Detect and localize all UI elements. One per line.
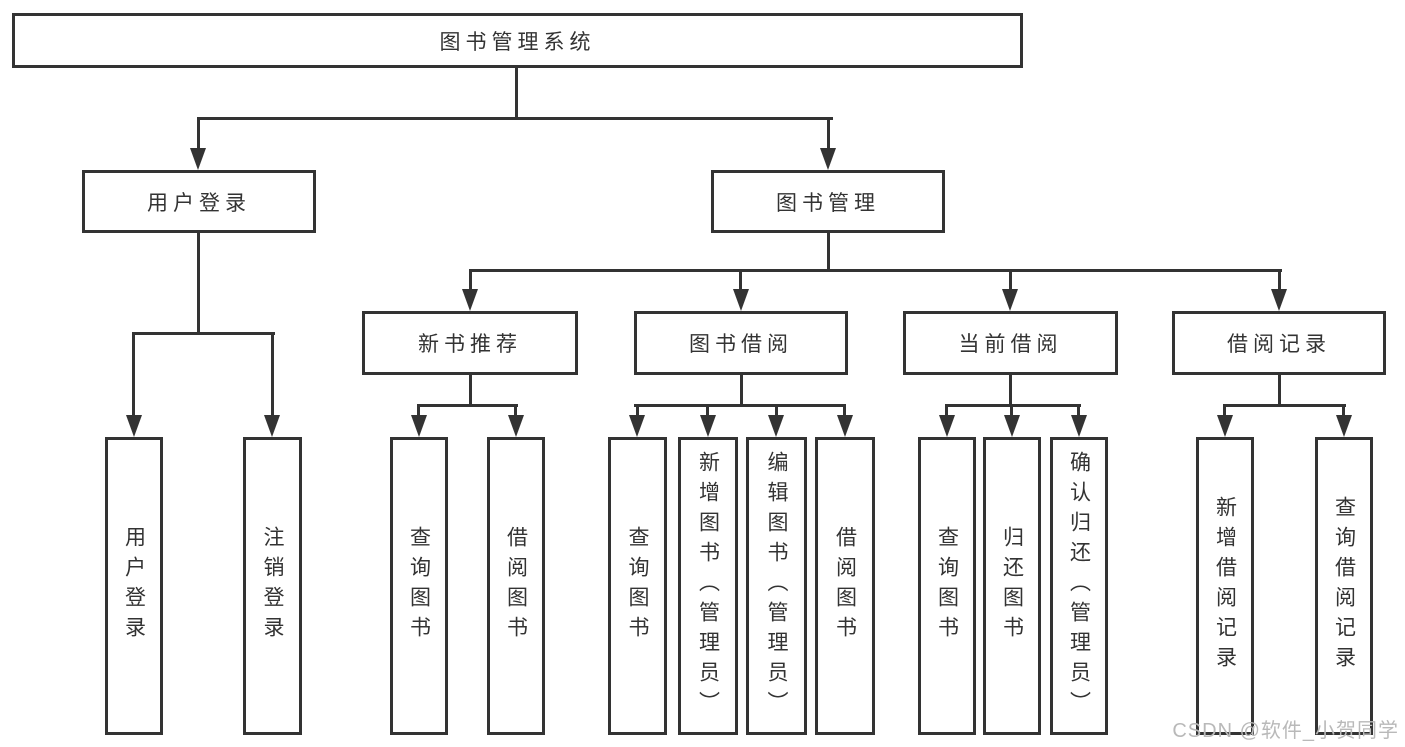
connector-line — [634, 404, 846, 407]
leaf-query-borrow-record: 查询借阅记录 — [1315, 437, 1373, 735]
connector-line — [197, 117, 833, 120]
node-book-management-label: 图书管理 — [776, 191, 880, 215]
connector-line — [1342, 404, 1345, 417]
connector-line — [1009, 269, 1012, 291]
leaf-query-books-label: 查询图书 — [935, 526, 959, 646]
node-root-label: 图书管理系统 — [439, 30, 596, 54]
leaf-return-books-label: 归还图书 — [1000, 526, 1024, 646]
csdn-watermark: CSDN @软件_小贺同学 — [1172, 720, 1399, 742]
connector-line — [827, 233, 830, 272]
connector-line — [739, 269, 742, 291]
arrowhead-down-icon — [264, 415, 280, 437]
leaf-borrow-books-2: 借阅图书 — [815, 437, 875, 735]
arrowhead-down-icon — [820, 148, 836, 170]
node-borrow-records: 借阅记录 — [1172, 311, 1386, 375]
arrowhead-down-icon — [1004, 415, 1020, 437]
arrowhead-down-icon — [1271, 289, 1287, 311]
leaf-add-books-admin-label: 新增图书（管理员） — [696, 451, 720, 721]
connector-line — [706, 404, 709, 417]
leaf-query-books-label: 查询图书 — [407, 526, 431, 646]
node-current-borrow: 当前借阅 — [903, 311, 1118, 375]
arrowhead-down-icon — [508, 415, 524, 437]
arrowhead-down-icon — [1336, 415, 1352, 437]
arrowhead-down-icon — [1071, 415, 1087, 437]
leaf-logout: 注销登录 — [243, 437, 302, 735]
connector-line — [469, 269, 1282, 272]
leaf-query-borrow-record-label: 查询借阅记录 — [1332, 496, 1356, 676]
connector-line — [417, 404, 420, 417]
leaf-add-books-admin: 新增图书（管理员） — [678, 437, 738, 735]
node-new-book-recommend: 新书推荐 — [362, 311, 578, 375]
connector-line — [945, 404, 1081, 407]
leaf-user-login-label: 用户登录 — [122, 526, 146, 646]
arrowhead-down-icon — [126, 415, 142, 437]
leaf-query-books-2: 查询图书 — [608, 437, 667, 735]
leaf-return-books: 归还图书 — [983, 437, 1041, 735]
arrowhead-down-icon — [939, 415, 955, 437]
connector-line — [469, 375, 472, 406]
connector-line — [1278, 269, 1281, 291]
node-book-borrow-label: 图书借阅 — [689, 333, 793, 356]
leaf-add-borrow-record: 新增借阅记录 — [1196, 437, 1254, 735]
connector-line — [1223, 404, 1346, 407]
node-borrow-records-label: 借阅记录 — [1227, 333, 1331, 356]
connector-line — [1077, 404, 1080, 417]
connector-line — [1010, 404, 1013, 417]
leaf-confirm-return-admin: 确认归还（管理员） — [1050, 437, 1108, 735]
connector-line — [1009, 375, 1012, 406]
connector-line — [827, 117, 830, 151]
connector-line — [469, 269, 472, 291]
leaf-query-books-1: 查询图书 — [390, 437, 448, 735]
connector-line — [197, 117, 200, 151]
connector-line — [515, 68, 518, 120]
arrowhead-down-icon — [700, 415, 716, 437]
arrowhead-down-icon — [190, 148, 206, 170]
node-book-management: 图书管理 — [711, 170, 945, 233]
node-current-borrow-label: 当前借阅 — [958, 333, 1063, 356]
arrowhead-down-icon — [733, 289, 749, 311]
leaf-logout-label: 注销登录 — [261, 526, 284, 646]
connector-line — [132, 332, 275, 335]
leaf-edit-books-admin: 编辑图书（管理员） — [746, 437, 807, 735]
leaf-borrow-books-label: 借阅图书 — [504, 526, 528, 646]
node-user-login-branch: 用户登录 — [82, 170, 316, 233]
arrowhead-down-icon — [1002, 289, 1018, 311]
arrowhead-down-icon — [837, 415, 853, 437]
node-new-book-recommend-label: 新书推荐 — [418, 333, 522, 356]
connector-line — [271, 332, 274, 417]
leaf-add-borrow-record-label: 新增借阅记录 — [1213, 496, 1237, 676]
connector-line — [132, 332, 135, 417]
arrowhead-down-icon — [768, 415, 784, 437]
leaf-borrow-books-label: 借阅图书 — [833, 526, 857, 646]
connector-line — [1223, 404, 1226, 417]
connector-line — [514, 404, 517, 417]
arrowhead-down-icon — [1217, 415, 1233, 437]
arrowhead-down-icon — [462, 289, 478, 311]
leaf-user-login: 用户登录 — [105, 437, 163, 735]
node-book-borrow: 图书借阅 — [634, 311, 848, 375]
connector-line — [843, 404, 846, 417]
leaf-edit-books-admin-label: 编辑图书（管理员） — [765, 451, 788, 721]
connector-line — [1278, 375, 1281, 406]
node-root: 图书管理系统 — [12, 13, 1023, 68]
connector-line — [740, 375, 743, 406]
connector-line — [197, 233, 200, 334]
node-user-login-branch-label: 用户登录 — [147, 191, 251, 215]
leaf-confirm-return-admin-label: 确认归还（管理员） — [1067, 451, 1091, 721]
leaf-query-books-label: 查询图书 — [626, 526, 649, 646]
arrowhead-down-icon — [411, 415, 427, 437]
arrowhead-down-icon — [629, 415, 645, 437]
connector-line — [775, 404, 778, 417]
connector-line — [417, 404, 518, 407]
leaf-borrow-books-1: 借阅图书 — [487, 437, 545, 735]
connector-line — [636, 404, 639, 417]
connector-line — [945, 404, 948, 417]
leaf-query-books-3: 查询图书 — [918, 437, 976, 735]
